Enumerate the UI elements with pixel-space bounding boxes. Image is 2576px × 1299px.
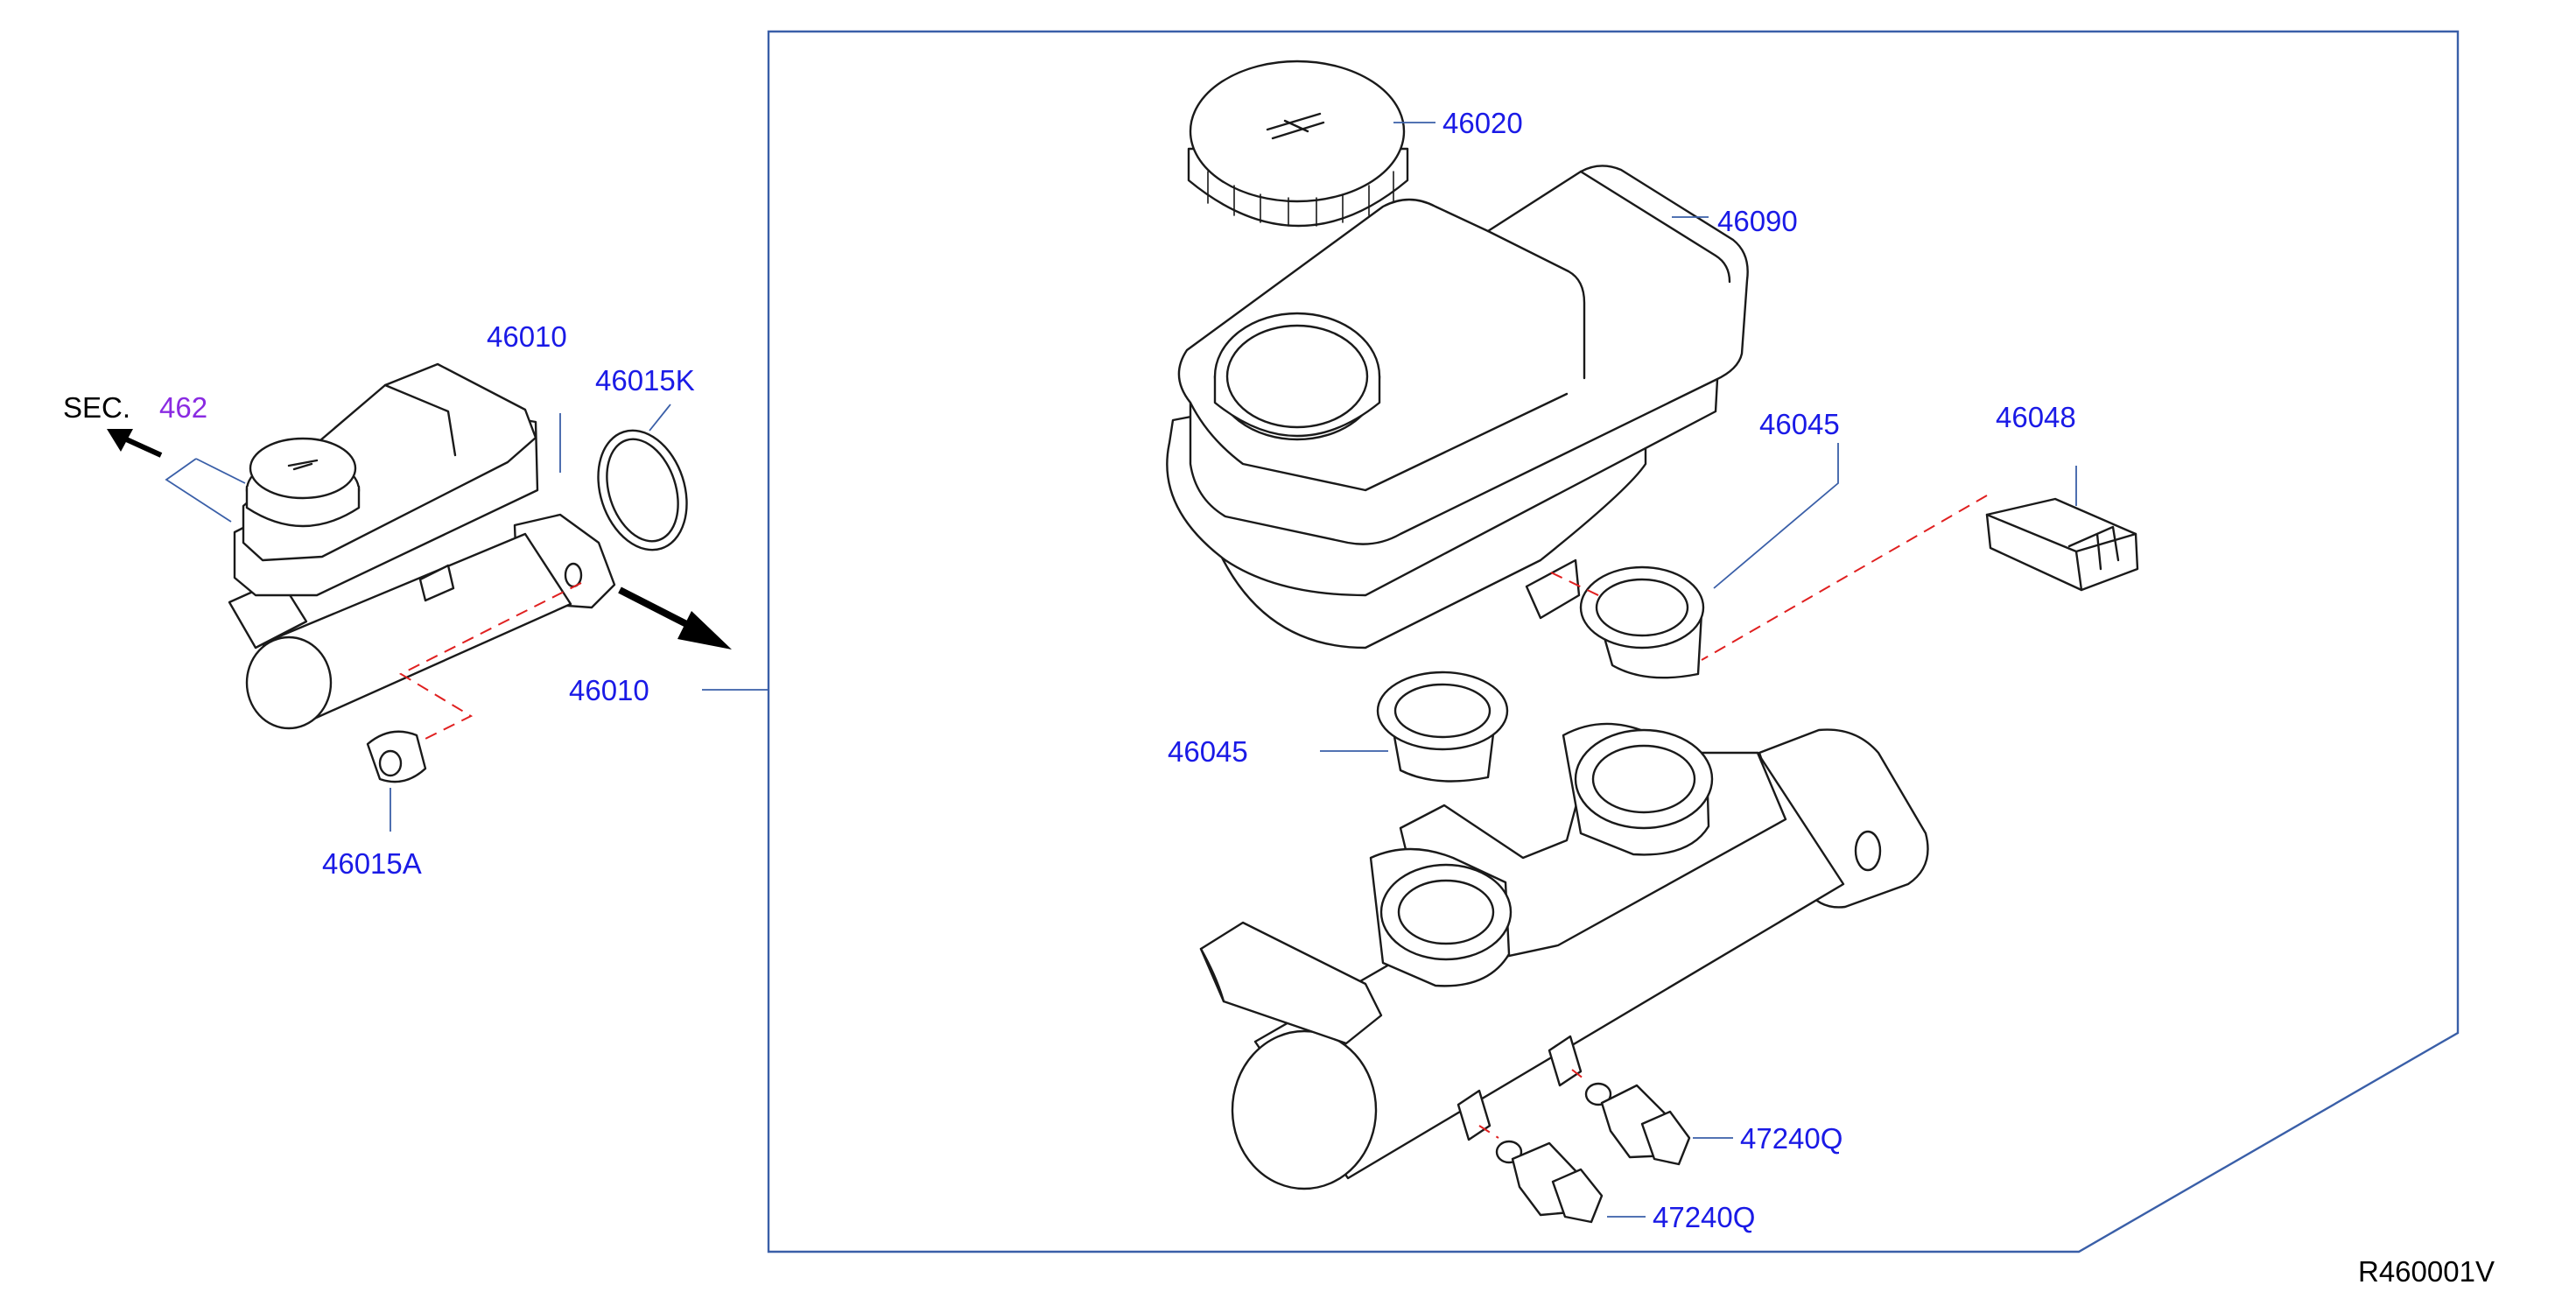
master-cylinder-46010 xyxy=(1199,722,1929,1190)
label-47240Q-upper[interactable]: 47240Q xyxy=(1740,1122,1843,1155)
label-46015A[interactable]: 46015A xyxy=(322,847,422,880)
reservoir-46090 xyxy=(1166,165,1749,650)
label-46010-overview[interactable]: 46010 xyxy=(487,320,567,353)
diagram-id: R460001V xyxy=(2358,1255,2495,1288)
section-leader xyxy=(165,458,246,523)
detail-arrow xyxy=(618,586,732,650)
seal-46015A xyxy=(366,730,427,832)
plug-upper-47240Q xyxy=(1571,1069,1733,1166)
oring-46015K xyxy=(597,404,688,551)
label-46048[interactable]: 46048 xyxy=(1996,401,2076,433)
section-number[interactable]: 462 xyxy=(159,391,207,424)
label-46020[interactable]: 46020 xyxy=(1442,107,1523,139)
grommet-lower-46045 xyxy=(1320,671,1509,783)
label-46045-upper[interactable]: 46045 xyxy=(1759,408,1840,440)
section-prefix: SEC. xyxy=(63,391,130,424)
grommet-upper-46045 xyxy=(1550,443,1839,679)
label-46090[interactable]: 46090 xyxy=(1717,205,1798,237)
label-46015K[interactable]: 46015K xyxy=(595,364,695,397)
detail-frame xyxy=(767,30,2460,1253)
label-46045-lower[interactable]: 46045 xyxy=(1168,735,1248,768)
label-47240Q-lower[interactable]: 47240Q xyxy=(1653,1201,1755,1233)
overview-assembly xyxy=(228,362,616,745)
pin-46048 xyxy=(1701,466,2139,661)
plug-lower-47240Q xyxy=(1478,1125,1646,1224)
label-46010-detail[interactable]: 46010 xyxy=(569,674,649,706)
section-arrow xyxy=(107,429,163,458)
cap-46020 xyxy=(1187,60,1435,228)
